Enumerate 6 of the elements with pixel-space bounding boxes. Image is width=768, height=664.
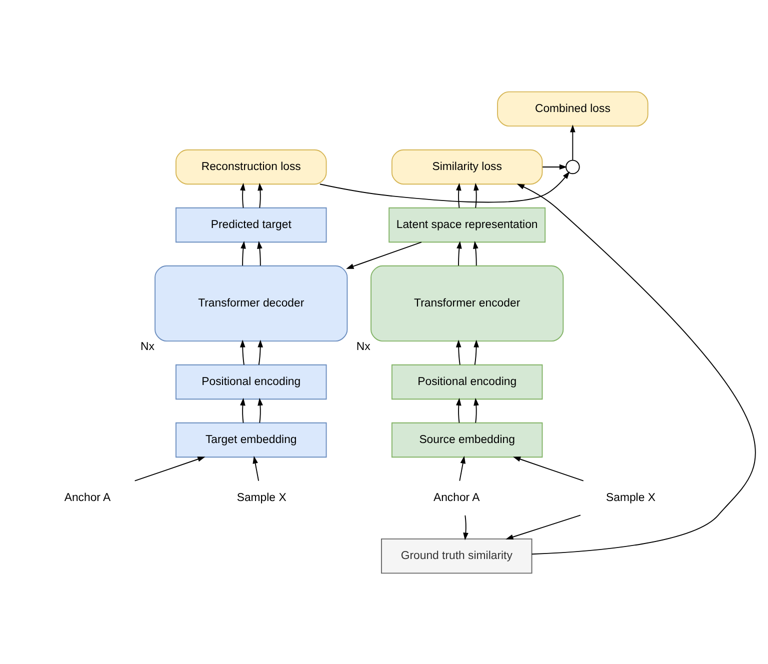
node-label: Nx bbox=[356, 340, 370, 353]
node-text: Anchor A bbox=[433, 491, 480, 504]
node-text: Sample X bbox=[606, 491, 656, 504]
node-text: Sample X bbox=[236, 491, 286, 504]
node-label: Nx bbox=[140, 340, 154, 353]
node-text: Anchor A bbox=[64, 491, 111, 504]
